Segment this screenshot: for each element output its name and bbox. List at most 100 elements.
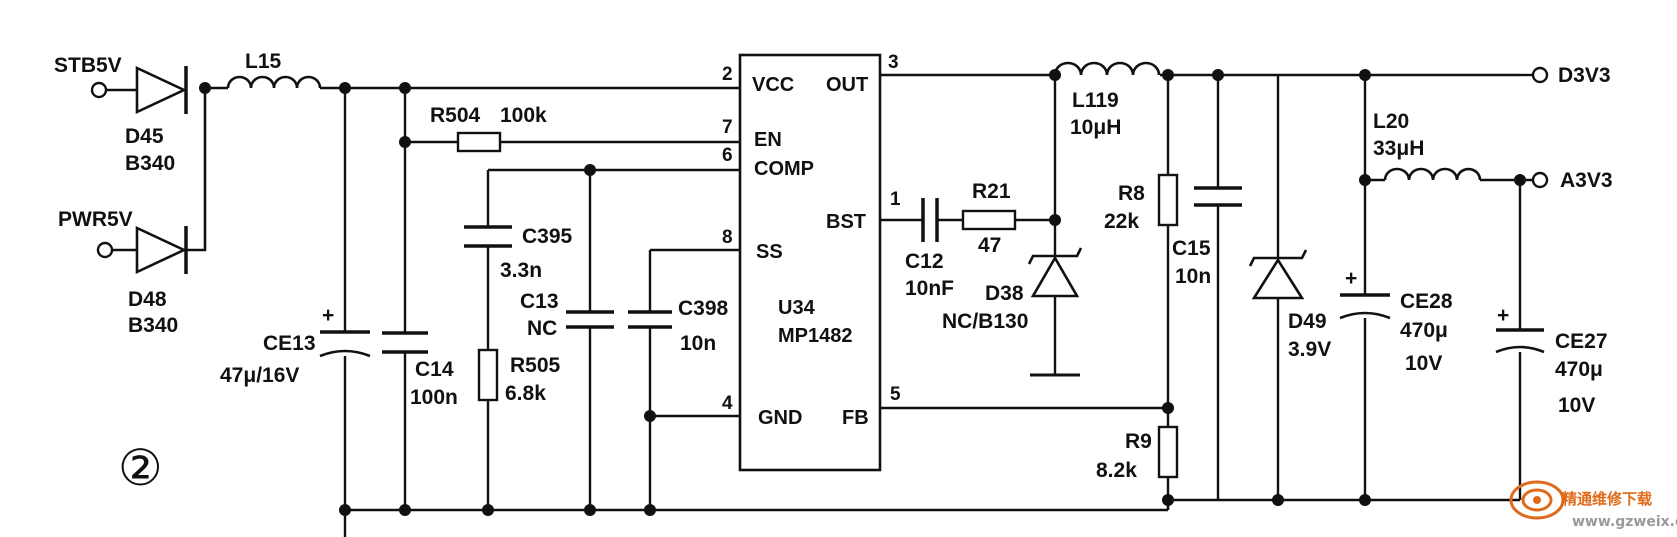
- pin-gnd-name: GND: [758, 407, 802, 429]
- watermark: 精通维修下载 www.gzweix.com: [1509, 480, 1677, 530]
- r8-value: 22k: [1104, 210, 1139, 233]
- pin-ss-name: SS: [756, 241, 783, 263]
- c398-ref: C398: [678, 297, 729, 320]
- pin-ss-num: 8: [722, 227, 733, 248]
- a3v3-label: A3V3: [1560, 169, 1613, 192]
- c12-ref: C12: [905, 250, 944, 273]
- terminal-stb5v: STB5V: [54, 54, 122, 99]
- stb5v-label: STB5V: [54, 54, 122, 77]
- d45-ref: D45: [125, 125, 164, 148]
- ce28-plus: +: [1345, 267, 1357, 290]
- r9-ref: R9: [1125, 430, 1152, 453]
- ce28-voltage: 10V: [1405, 352, 1442, 375]
- pin-comp-num: 6: [722, 145, 733, 166]
- capacitor-ce28: + CE28 470μ 10V: [1339, 267, 1453, 375]
- terminal-a3v3: A3V3: [1531, 169, 1613, 192]
- l20-ref: L20: [1373, 110, 1409, 133]
- diagram-number: ②: [118, 439, 163, 497]
- capacitor-c12: C12 10nF: [905, 198, 954, 300]
- l119-value: 10μH: [1070, 116, 1121, 139]
- d48-value: B340: [128, 314, 178, 337]
- ce27-plus: +: [1497, 304, 1509, 327]
- capacitor-ce27: + CE27 470μ 10V: [1495, 304, 1608, 417]
- capacitor-c14: C14 100n: [382, 331, 458, 409]
- pin-fb-name: FB: [842, 407, 869, 429]
- pin-fb-num: 5: [890, 384, 901, 405]
- d49-value: 3.9V: [1288, 338, 1331, 361]
- ce13-ref: CE13: [263, 332, 316, 355]
- watermark-site-name: 精通维修下载: [1562, 490, 1652, 508]
- pwr5v-label: PWR5V: [58, 208, 133, 231]
- watermark-url: www.gzweix.com: [1572, 514, 1677, 530]
- diode-d48: D48 B340: [128, 225, 188, 337]
- inductor-l15: L15: [226, 50, 322, 89]
- c395-value: 3.3n: [500, 259, 542, 282]
- d38-value: NC/B130: [942, 310, 1028, 333]
- pin-out-num: 3: [888, 52, 899, 73]
- ce27-voltage: 10V: [1558, 394, 1595, 417]
- r504-value: 100k: [500, 104, 547, 127]
- pin-en-name: EN: [754, 129, 782, 151]
- inductor-l119: L119 10μH: [1053, 61, 1161, 139]
- d45-value: B340: [125, 152, 175, 175]
- resistor-r505: R505 6.8k: [477, 348, 561, 405]
- r21-value: 47: [978, 234, 1001, 257]
- terminal-pwr5v: PWR5V: [58, 208, 133, 259]
- capacitor-c15: C15 10n: [1172, 186, 1242, 288]
- c13-value: NC: [527, 317, 557, 340]
- watermark-logo-icon: [1509, 480, 1565, 520]
- terminal-d3v3: D3V3: [1531, 64, 1611, 87]
- c395-ref: C395: [522, 225, 573, 248]
- r505-value: 6.8k: [505, 382, 546, 405]
- u34-ref: U34: [778, 297, 816, 319]
- l15-ref: L15: [245, 50, 282, 73]
- pin-comp-name: COMP: [754, 158, 814, 180]
- l20-value: 33μH: [1373, 137, 1424, 160]
- r505-ref: R505: [510, 354, 561, 377]
- c398-value: 10n: [680, 332, 716, 355]
- u34-value: MP1482: [778, 325, 853, 347]
- pin-gnd-num: 4: [722, 393, 733, 414]
- capacitor-c395: C395 3.3n: [464, 225, 573, 282]
- pin-bst-name: BST: [826, 211, 866, 233]
- ce28-value: 470μ: [1400, 319, 1448, 342]
- diode-d45: D45 B340: [125, 65, 188, 175]
- c15-ref: C15: [1172, 237, 1211, 260]
- resistor-r8: R8 22k: [1104, 173, 1179, 233]
- d48-ref: D48: [128, 288, 167, 311]
- c14-value: 100n: [410, 386, 458, 409]
- d3v3-label: D3V3: [1558, 64, 1611, 87]
- pin-bst-num: 1: [890, 189, 901, 210]
- resistor-r9: R9 8.2k: [1096, 425, 1179, 482]
- ce28-ref: CE28: [1400, 290, 1453, 313]
- ce27-value: 470μ: [1555, 358, 1603, 381]
- c12-value: 10nF: [905, 277, 954, 300]
- d49-ref: D49: [1288, 310, 1327, 333]
- c13-ref: C13: [520, 290, 559, 313]
- r21-ref: R21: [972, 180, 1011, 203]
- inductor-l20: L20 33μH: [1373, 110, 1482, 181]
- ce27-ref: CE27: [1555, 330, 1608, 353]
- wires: [106, 73, 1533, 537]
- ce13-plus: +: [322, 304, 334, 327]
- resistor-r21: R21 47: [961, 180, 1017, 257]
- diode-d38: D38 NC/B130: [942, 247, 1083, 377]
- c14-ref: C14: [415, 358, 454, 381]
- pin-vcc-num: 2: [722, 64, 733, 85]
- r9-value: 8.2k: [1096, 459, 1137, 482]
- resistor-r504: R504 100k: [430, 104, 547, 153]
- pin-out-name: OUT: [826, 74, 868, 96]
- capacitor-c13: C13 NC: [520, 290, 614, 340]
- r504-ref: R504: [430, 104, 481, 127]
- capacitor-ce13: + CE13 47μ/16V: [220, 304, 371, 387]
- pin-en-num: 7: [722, 117, 733, 138]
- r8-ref: R8: [1118, 182, 1145, 205]
- ce13-value: 47μ/16V: [220, 364, 299, 387]
- ic-u34: VCC OUT EN COMP BST SS U34 MP1482 GND FB…: [722, 52, 901, 472]
- l119-ref: L119: [1072, 89, 1119, 112]
- diode-d49: D49 3.9V: [1248, 249, 1331, 361]
- c15-value: 10n: [1175, 265, 1211, 288]
- pin-vcc-name: VCC: [752, 74, 794, 96]
- capacitor-c398: C398 10n: [628, 297, 729, 355]
